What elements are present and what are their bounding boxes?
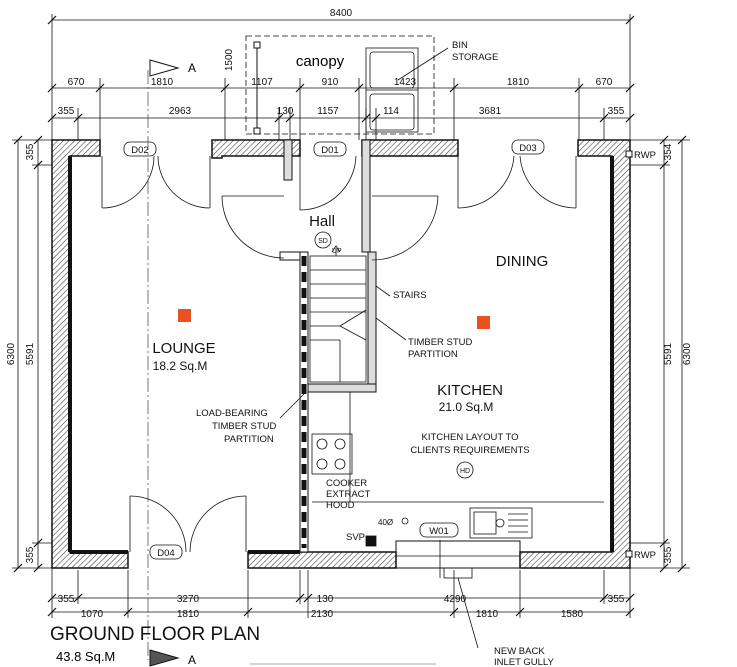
canopy: canopy (245, 35, 435, 135)
cooker-3: HOOD (326, 500, 355, 511)
section-mark-top: A (188, 61, 196, 75)
dim-left-top: 355 (25, 143, 36, 160)
dim-bot-4: 4290 (444, 594, 467, 605)
load-bearing-2: TIMBER STUD (212, 421, 277, 432)
rwp-top: RWP (634, 150, 656, 161)
dim-bot2-4: 1810 (476, 609, 499, 620)
load-bearing-1: LOAD-BEARING (196, 408, 268, 419)
gully-1: NEW BACK (494, 646, 545, 657)
dim-bot-5: 355 (608, 594, 625, 605)
dim-top2-6: 3681 (479, 106, 502, 117)
dim-left-overall: 6300 (6, 342, 17, 365)
bin-label-2: STORAGE (452, 52, 498, 63)
kitchen-layout-1: KITCHEN LAYOUT TO (422, 432, 519, 443)
sd-label: SD (318, 238, 328, 245)
kitchen-area: 21.0 Sq.M (439, 400, 494, 414)
dim-top-5: 910 (322, 77, 339, 88)
dimension-lines (12, 14, 690, 618)
radiator-marker-lounge (178, 309, 191, 322)
leader-lines (279, 285, 407, 419)
dim-top2-1: 355 (58, 106, 75, 117)
dim-top2-3: 130 (277, 106, 294, 117)
dim-top-8: 670 (596, 77, 613, 88)
section-line-a: A A (147, 59, 196, 667)
title-text: GROUND FLOOR PLAN (50, 624, 260, 645)
dim-top2-5: 114 (383, 106, 399, 117)
gully-2: INLET GULLY (494, 657, 555, 667)
dim-right-overall: 6300 (682, 342, 693, 365)
lounge-label: LOUNGE (152, 340, 215, 357)
svp-label: SVP (346, 532, 365, 543)
bin-storage (365, 47, 449, 133)
hall-label: Hall (309, 213, 335, 230)
dim-bot-2: 3270 (177, 594, 200, 605)
lounge-area: 18.2 Sq.M (153, 359, 208, 373)
kitchen-layout-2: CLIENTS REQUIREMENTS (410, 445, 529, 456)
rwp-markers: RWP RWP (625, 150, 656, 561)
dim-top-4: 1107 (251, 77, 273, 88)
timber-stud-1: TIMBER STUD (408, 337, 473, 348)
dim-right-inner: 5591 (663, 342, 674, 365)
dim-bot2-1: 1070 (81, 609, 104, 620)
room-labels: Hall DINING LOUNGE 18.2 Sq.M KITCHEN 21.… (152, 213, 548, 414)
dim-top2-2: 2963 (169, 106, 192, 117)
kitchen-label: KITCHEN (437, 382, 503, 399)
door-d02: D02 (131, 145, 148, 156)
heat-detector: HD (456, 461, 474, 479)
overall-width: 8400 (330, 8, 353, 19)
dim-left-inner: 5591 (25, 342, 36, 365)
dim-top-7: 1810 (507, 77, 530, 88)
annotations: STAIRS TIMBER STUD PARTITION LOAD-BEARIN… (196, 290, 555, 667)
dim-top-2: 1810 (151, 77, 174, 88)
door-d04: D04 (157, 548, 174, 559)
up-label: UP (332, 248, 342, 255)
stairs-label: STAIRS (393, 290, 427, 301)
dining-label: DINING (496, 253, 549, 270)
dim-left-bottom: 355 (25, 546, 36, 563)
dim-bot2-2: 1810 (177, 609, 200, 620)
smoke-detector: SD (314, 231, 332, 249)
kitchen-fittings (311, 392, 604, 649)
timber-stud-2: PARTITION (408, 349, 458, 360)
dimension-text: 8400 670 1810 1107 910 1423 1810 670 150… (6, 8, 693, 620)
door-d03: D03 (519, 143, 536, 154)
dim-bot-3: 130 (317, 594, 334, 605)
dim-bot2-5: 1580 (561, 609, 584, 620)
internal-walls (279, 139, 377, 553)
cooker-1: COOKER (326, 478, 367, 489)
load-bearing-3: PARTITION (224, 434, 274, 445)
stairs (309, 245, 367, 383)
dim-top2-7: 355 (608, 106, 625, 117)
dim-right-top: 354 (663, 143, 674, 160)
canopy-label: canopy (296, 53, 345, 70)
dim-top2-4: 1157 (317, 106, 339, 117)
doors (101, 155, 577, 553)
bin-label-1: BIN (452, 40, 468, 51)
external-walls (51, 139, 631, 569)
dim-bot2-3: 2130 (311, 609, 334, 620)
rwp-bottom: RWP (634, 550, 656, 561)
section-mark-bottom: A (188, 653, 196, 667)
radiator-marker-kitchen (477, 316, 490, 329)
hd-label: HD (460, 468, 470, 475)
dim-bot-1: 355 (58, 594, 75, 605)
window-w01: W01 (429, 526, 449, 537)
dim-canopy-depth: 1500 (224, 48, 235, 71)
dim-top-1: 670 (68, 77, 85, 88)
title-area: 43.8 Sq.M (56, 649, 115, 664)
drawing-title: GROUND FLOOR PLAN 43.8 Sq.M (50, 624, 436, 665)
dim-top-6: 1423 (394, 77, 417, 88)
dim-right-bottom: 355 (663, 546, 674, 563)
cooker-2: EXTRACT (326, 489, 371, 500)
door-d01: D01 (321, 145, 338, 156)
pipe-label: 40Ø (378, 518, 393, 527)
